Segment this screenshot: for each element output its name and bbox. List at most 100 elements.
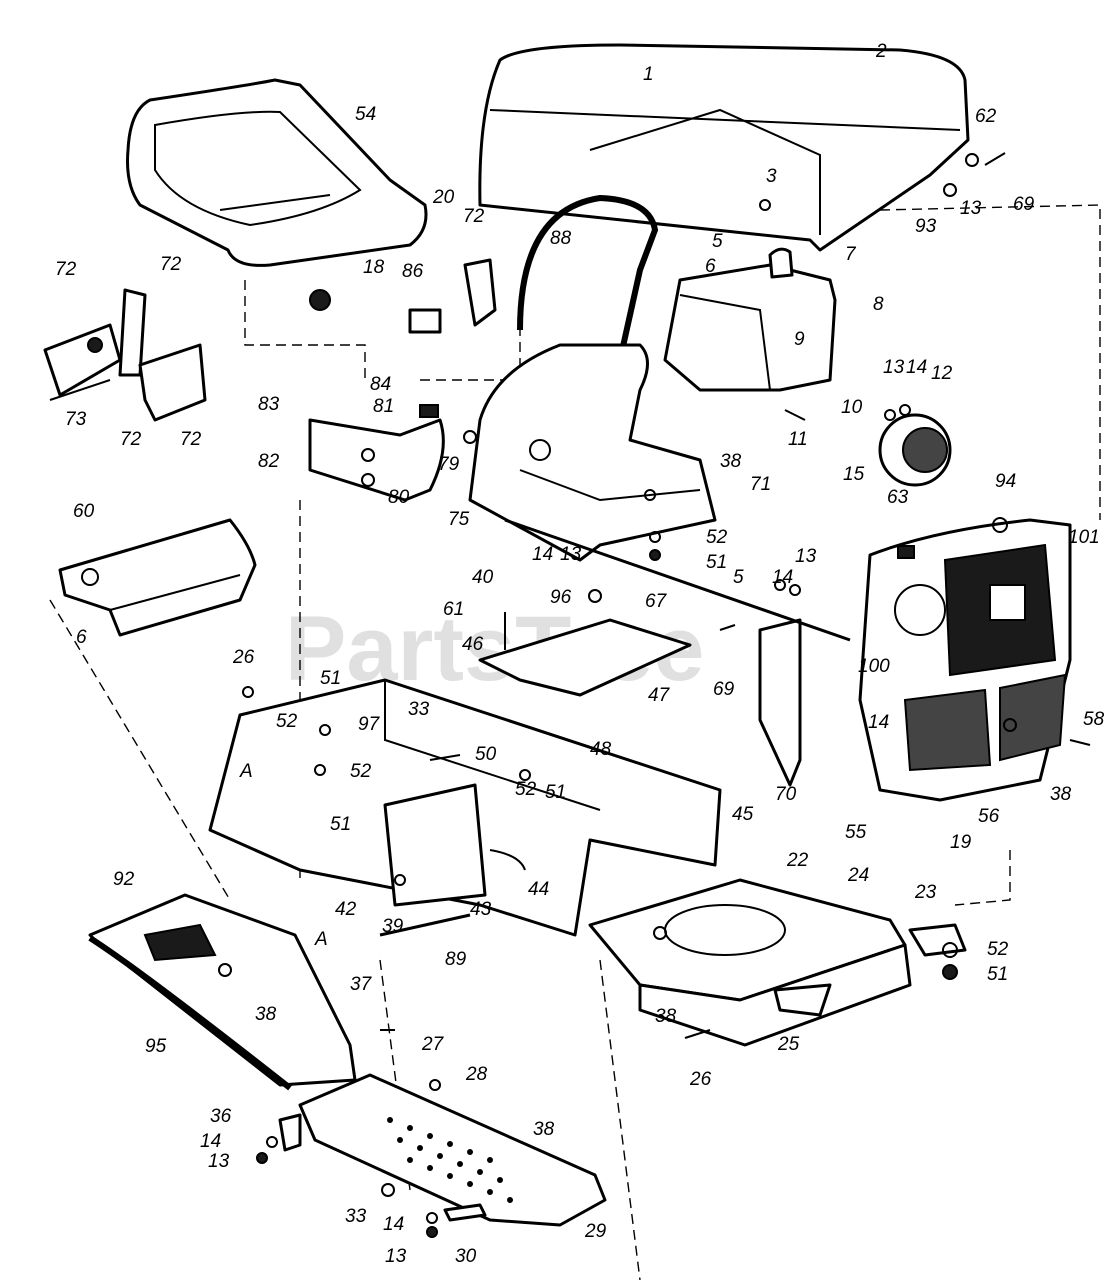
bracket-83	[308, 418, 445, 502]
callout-52: 52	[515, 779, 537, 800]
callout-13: 13	[208, 1151, 230, 1172]
hardware	[81, 152, 1091, 1238]
callout-19: 19	[950, 832, 972, 853]
callout-A: A	[314, 929, 328, 950]
callout-81: 81	[373, 396, 394, 417]
callout-14: 14	[868, 712, 889, 733]
callout-96: 96	[550, 587, 572, 608]
callout-13: 13	[560, 544, 582, 565]
headlight	[878, 413, 952, 487]
callout-11: 11	[788, 429, 808, 450]
callout-94: 94	[995, 471, 1016, 492]
callout-2: 2	[875, 41, 887, 62]
callout-56: 56	[978, 806, 1000, 827]
callout-46: 46	[462, 634, 484, 655]
callout-52: 52	[987, 939, 1009, 960]
callout-51: 51	[545, 782, 566, 803]
fuel-tank	[663, 247, 837, 392]
callout-79: 79	[438, 454, 460, 475]
callout-51: 51	[706, 552, 727, 573]
callout-45: 45	[732, 804, 754, 825]
callout-8: 8	[873, 294, 884, 315]
rod-89	[379, 913, 471, 937]
callout-71: 71	[750, 474, 771, 495]
steering-support	[517, 194, 659, 361]
callout-62: 62	[975, 106, 997, 127]
dash-panel	[468, 343, 717, 562]
callout-50: 50	[475, 744, 497, 765]
callout-37: 37	[350, 974, 373, 995]
rear-frame	[588, 878, 967, 1047]
callout-28: 28	[465, 1064, 488, 1085]
callout-labels: 1 2 54 62 69 13 93 3 5 6 7 8 9 20 72 88 …	[55, 41, 1105, 1267]
callout-54: 54	[355, 104, 376, 125]
callout-69: 69	[1013, 194, 1035, 215]
lever-assembly	[43, 288, 207, 422]
callout-20: 20	[432, 187, 455, 208]
callout-22: 22	[786, 850, 809, 871]
callout-14: 14	[532, 544, 553, 565]
callout-83: 83	[258, 394, 280, 415]
callout-29: 29	[584, 1221, 607, 1242]
callout-14: 14	[906, 357, 927, 378]
callout-27: 27	[421, 1034, 445, 1055]
callout-9: 9	[794, 329, 805, 350]
callout-10: 10	[841, 397, 863, 418]
callout-58: 58	[1083, 709, 1105, 730]
callout-A: A	[239, 761, 253, 782]
callout-38: 38	[655, 1006, 677, 1027]
main-frame	[208, 678, 722, 937]
callout-70: 70	[775, 784, 797, 805]
plate-46	[478, 618, 692, 697]
callout-69: 69	[713, 679, 735, 700]
callout-33: 33	[408, 699, 430, 720]
callout-93: 93	[915, 216, 937, 237]
callout-72: 72	[180, 429, 202, 450]
callout-39: 39	[382, 916, 404, 937]
callout-95: 95	[145, 1036, 167, 1057]
callout-13: 13	[385, 1246, 407, 1267]
callout-72: 72	[160, 254, 182, 275]
callout-75: 75	[448, 509, 470, 530]
rod-67	[504, 518, 851, 642]
callout-5: 5	[712, 231, 723, 252]
callout-36: 36	[210, 1106, 232, 1127]
callout-51: 51	[330, 814, 351, 835]
callout-100: 100	[858, 656, 890, 677]
callout-63: 63	[887, 487, 909, 508]
callout-12: 12	[931, 363, 953, 384]
callout-38: 38	[533, 1119, 555, 1140]
callout-26: 26	[689, 1069, 712, 1090]
callout-1: 1	[643, 64, 654, 85]
callout-52: 52	[276, 711, 298, 732]
callout-51: 51	[320, 668, 341, 689]
callout-14: 14	[200, 1131, 221, 1152]
seat	[126, 78, 428, 267]
callout-89: 89	[445, 949, 467, 970]
callout-52: 52	[706, 527, 728, 548]
grille-housing	[858, 518, 1072, 802]
callout-15: 15	[843, 464, 865, 485]
callout-72: 72	[463, 206, 485, 227]
callout-24: 24	[847, 865, 869, 886]
callout-67: 67	[645, 591, 668, 612]
callout-3: 3	[766, 166, 777, 187]
footrest	[88, 893, 357, 1091]
callout-13: 13	[795, 546, 817, 567]
callout-97: 97	[358, 714, 381, 735]
callout-72: 72	[55, 259, 77, 280]
callout-13: 13	[960, 198, 982, 219]
callout-72: 72	[120, 429, 142, 450]
callout-44: 44	[528, 879, 549, 900]
callout-42: 42	[335, 899, 357, 920]
callout-73: 73	[65, 409, 87, 430]
callout-6: 6	[76, 627, 87, 648]
callout-84: 84	[370, 374, 391, 395]
callout-33: 33	[345, 1206, 367, 1227]
callout-86: 86	[402, 261, 424, 282]
callout-60: 60	[73, 501, 95, 522]
callout-38: 38	[720, 451, 742, 472]
callout-6: 6	[705, 256, 716, 277]
callout-55: 55	[845, 822, 867, 843]
